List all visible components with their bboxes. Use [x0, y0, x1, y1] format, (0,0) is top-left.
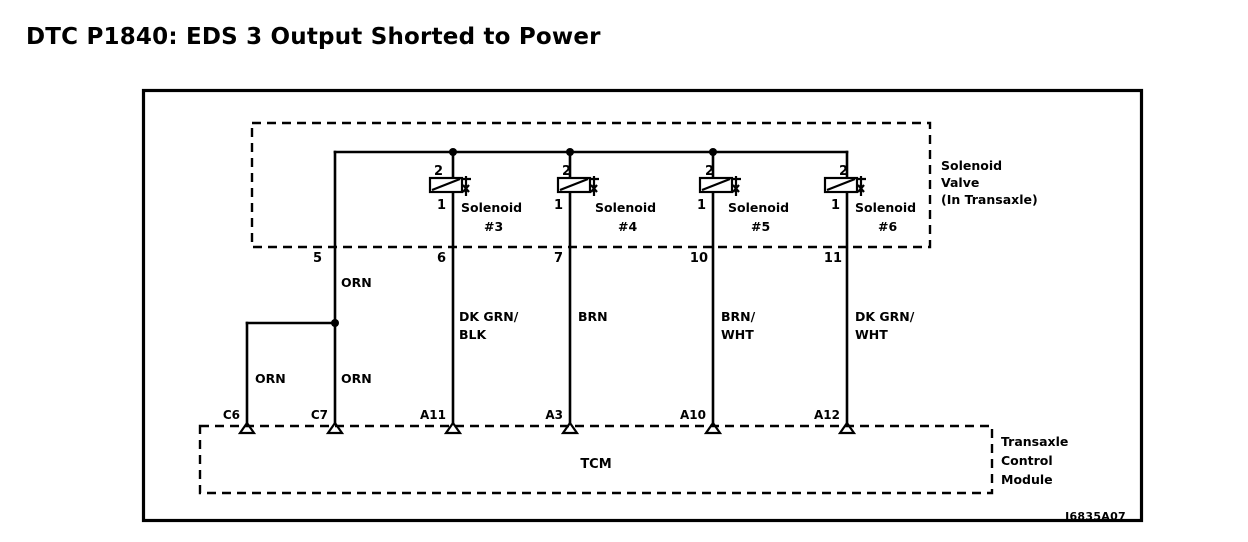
solenoid-wire-color-4-line1: BRN — [578, 309, 608, 324]
solenoid-branch-6: 2 1 Solenoid #6 11 DK GRN/ WHT A12 — [814, 150, 916, 435]
solenoid-terminal-bottom-4: 1 — [554, 198, 563, 213]
connector-arrow-a12 — [837, 421, 857, 435]
feed-wire-color-upper: ORN — [341, 275, 372, 290]
junction-dot-feed — [331, 319, 339, 327]
solenoid-terminal-bottom-5: 1 — [697, 198, 706, 213]
diagram-frame — [141, 88, 1144, 523]
solenoid-terminal-top-4: 2 — [562, 164, 571, 179]
solenoid-valve-label-line1: Solenoid — [941, 158, 1002, 173]
figure-code: J6835A07 — [1064, 510, 1126, 523]
solenoid-name-4-line1: Solenoid — [595, 200, 656, 215]
solenoid-wire-color-3-line1: DK GRN/ — [459, 309, 519, 324]
tcm-pin-label-a11: A11 — [420, 408, 446, 422]
solenoid-valve-symbol-3 — [461, 176, 471, 196]
solenoid-valve-symbol-6 — [856, 176, 866, 196]
connector-arrow-a10 — [703, 421, 723, 435]
tcm-pin-label-a3: A3 — [545, 408, 563, 422]
junction-dot-5 — [709, 148, 717, 156]
solenoid-valve-enclosure — [250, 121, 932, 249]
solenoid-wire-color-5-line2: WHT — [721, 327, 754, 342]
solenoid-wire-color-6-line2: WHT — [855, 327, 888, 342]
solenoid-terminal-bottom-3: 1 — [437, 198, 446, 213]
connector-arrow-c7 — [325, 421, 345, 435]
solenoid-wire-color-3-line2: BLK — [459, 327, 487, 342]
tcm-pin-label-c7: C7 — [311, 408, 328, 422]
solenoid-branch-3: 2 1 Solenoid #3 6 DK GRN/ BLK A11 — [420, 148, 522, 435]
solenoid-valve-label-line2: Valve — [941, 175, 979, 190]
tcm-pin-label-a10: A10 — [680, 408, 706, 422]
solenoid-branch-4: 2 1 Solenoid #4 7 BRN A3 — [545, 148, 656, 435]
tcm-pin-label-c6: C6 — [223, 408, 240, 422]
solenoid-name-4-line2: #4 — [618, 219, 637, 234]
tcm-side-label-line2: Control — [1001, 453, 1053, 468]
solenoid-valve-symbol-5 — [731, 176, 741, 196]
feed-wire-color-main: ORN — [341, 371, 372, 386]
solenoid-terminal-top-6: 2 — [839, 164, 848, 179]
valve-pin-label-6: 6 — [437, 251, 446, 266]
valve-pin-label-5: 5 — [313, 251, 322, 266]
valve-pin-label-7: 7 — [554, 251, 563, 266]
junction-dot-4 — [566, 148, 574, 156]
solenoid-wire-color-5-line1: BRN/ — [721, 309, 756, 324]
tcm-pin-label-a12: A12 — [814, 408, 840, 422]
solenoid-coil-slash-3 — [431, 177, 461, 192]
solenoid-name-3-line2: #3 — [484, 219, 503, 234]
valve-pin-label-11: 11 — [824, 251, 842, 266]
tcm-label: TCM — [580, 457, 611, 472]
tcm-side-label-line3: Module — [1001, 472, 1053, 487]
connector-arrow-c6 — [237, 421, 257, 435]
solenoid-coil-slash-6 — [826, 177, 856, 192]
solenoid-name-5-line2: #5 — [751, 219, 770, 234]
valve-pin-label-10: 10 — [690, 251, 708, 266]
junction-dot-3 — [449, 148, 457, 156]
tcm-enclosure — [198, 424, 994, 495]
feed-wire-color-branch: ORN — [255, 371, 286, 386]
solenoid-valve-label-line3: (In Transaxle) — [941, 192, 1038, 207]
solenoid-coil-slash-5 — [701, 177, 731, 192]
solenoid-name-3-line1: Solenoid — [461, 200, 522, 215]
solenoid-name-5-line1: Solenoid — [728, 200, 789, 215]
solenoid-terminal-top-5: 2 — [705, 164, 714, 179]
page-title: DTC P1840: EDS 3 Output Shorted to Power — [26, 24, 601, 50]
connector-arrow-a11 — [443, 421, 463, 435]
solenoid-name-6-line1: Solenoid — [855, 200, 916, 215]
solenoid-branch-5: 2 1 Solenoid #5 10 BRN/ WHT A10 — [680, 148, 789, 435]
solenoid-terminal-bottom-6: 1 — [831, 198, 840, 213]
solenoid-valve-symbol-4 — [589, 176, 599, 196]
solenoid-terminal-top-3: 2 — [434, 164, 443, 179]
tcm-side-label-line1: Transaxle — [1001, 434, 1068, 449]
solenoid-wire-color-6-line1: DK GRN/ — [855, 309, 915, 324]
connector-arrow-a3 — [560, 421, 580, 435]
solenoid-coil-slash-4 — [559, 177, 589, 192]
solenoid-name-6-line2: #6 — [878, 219, 897, 234]
